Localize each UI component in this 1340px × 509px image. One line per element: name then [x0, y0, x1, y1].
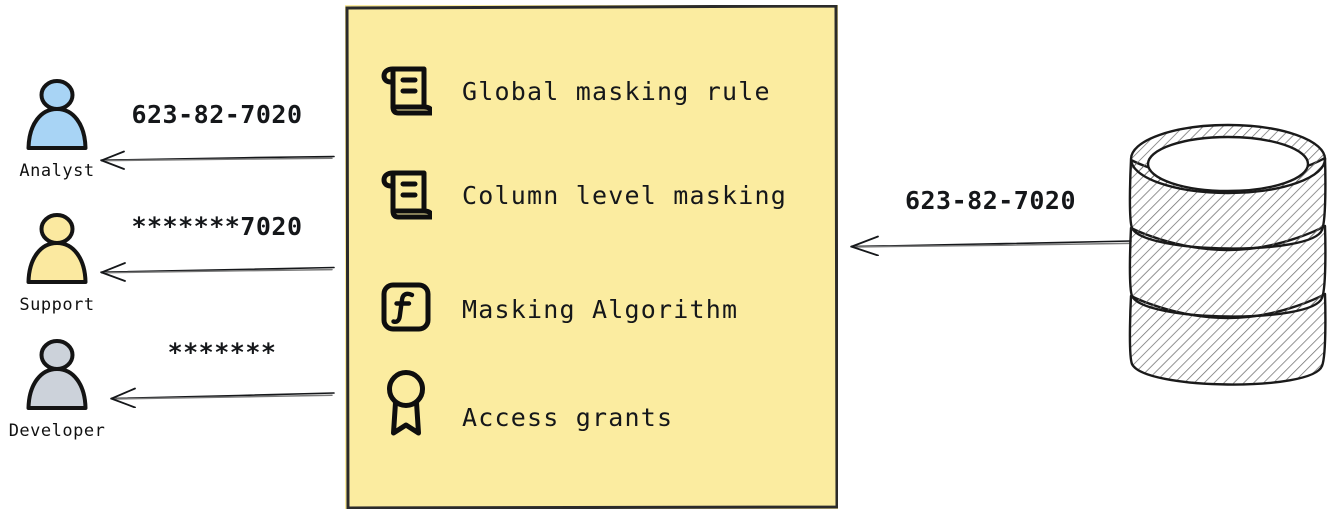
flow-to-developer: *******: [108, 338, 336, 408]
actor-label: Analyst: [19, 161, 95, 181]
actor-label: Developer: [8, 421, 106, 441]
policy-item-label: Global masking rule: [462, 76, 771, 106]
flow-value-label: 623-82-7020: [131, 100, 303, 129]
actor-support[interactable]: Support: [2, 212, 112, 315]
function-icon: [378, 277, 434, 337]
flow-to-support: *******7020: [98, 212, 336, 282]
database-node[interactable]: [1122, 118, 1334, 400]
policy-panel[interactable]: Global masking rule Column level masking: [345, 5, 838, 509]
policy-item-masking-algorithm[interactable]: Masking Algorithm: [378, 277, 738, 337]
arrow-left-icon: [850, 235, 1132, 256]
policy-item-global-masking-rule[interactable]: Global masking rule: [378, 61, 771, 121]
flow-value-label: *******: [167, 338, 277, 367]
policy-item-label: Column level masking: [462, 180, 788, 210]
person-icon: [2, 212, 112, 294]
actor-analyst[interactable]: Analyst: [2, 78, 112, 181]
flow-to-analyst: 623-82-7020: [98, 100, 336, 170]
award-ribbon-icon: [378, 370, 434, 436]
actor-developer[interactable]: Developer: [2, 338, 112, 441]
policy-item-list: Global masking rule Column level masking: [345, 5, 838, 509]
policy-item-column-level-masking[interactable]: Column level masking: [378, 165, 787, 225]
scroll-icon: [378, 165, 434, 225]
person-icon: [2, 338, 112, 420]
database-cylinder-icon: [1128, 123, 1327, 386]
arrow-left-icon: [110, 387, 335, 408]
person-icon: [2, 78, 112, 160]
actor-label: Support: [19, 295, 95, 315]
flow-from-database: 623-82-7020: [848, 186, 1133, 256]
arrow-left-icon: [100, 150, 335, 170]
flow-value-label: *******7020: [131, 212, 303, 241]
arrow-left-icon: [100, 262, 335, 282]
scroll-icon: [378, 61, 434, 121]
policy-item-label: Access grants: [462, 402, 674, 432]
policy-item-access-grants[interactable]: Access grants: [378, 370, 674, 436]
flow-value-label: 623-82-7020: [904, 186, 1077, 215]
policy-item-label: Masking Algorithm: [462, 294, 739, 324]
